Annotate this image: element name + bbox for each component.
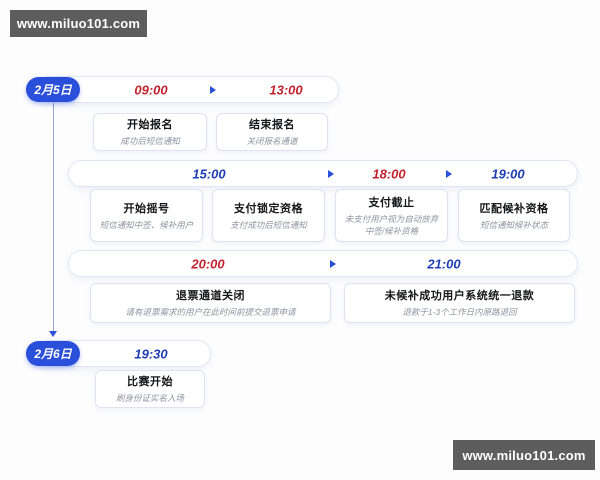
event-card-pay-deadline: 支付截止 未支付用户视为自动放弃中签/候补资格 [335, 189, 448, 242]
event-card-auto-refund: 未候补成功用户系统统一退款 退款于1-3个工作日内原路退回 [344, 283, 575, 323]
event-card-registration-end: 结束报名 关闭报名通道 [216, 113, 328, 151]
time-label: 15:00 [192, 166, 226, 181]
card-subtitle: 支付成功后短信通知 [230, 219, 307, 230]
arrow-right-icon [328, 169, 334, 178]
arrow-right-icon [330, 259, 336, 268]
card-title: 开始摇号 [123, 202, 170, 215]
arrow-right-icon [446, 169, 452, 178]
date-badge-feb5: 2月5日 [26, 77, 80, 102]
card-subtitle: 成功后短信通知 [120, 136, 180, 147]
card-subtitle: 未支付用户视为自动放弃中签/候补资格 [344, 213, 439, 236]
card-title: 开始报名 [127, 119, 173, 132]
watermark-bottom-right: www.miluo101.com [453, 440, 595, 470]
arrow-right-icon [210, 85, 216, 94]
event-card-match-start: 比赛开始 刷身份证实名入场 [95, 370, 205, 408]
card-subtitle: 关闭报名通道 [246, 136, 298, 147]
event-card-refund-channel-close: 退票通道关闭 请有退票需求的用户在此时间前提交退票申请 [90, 283, 331, 323]
card-subtitle: 退款于1-3个工作日内原路退回 [402, 307, 517, 318]
timeline-connector-line [53, 103, 54, 331]
card-subtitle: 短信通知中签、候补用户 [99, 219, 194, 230]
card-subtitle: 短信通知候补状态 [479, 219, 548, 230]
card-title: 匹配候补资格 [479, 202, 549, 215]
card-subtitle: 请有退票需求的用户在此时间前提交退票申请 [125, 307, 296, 318]
time-bar-feb5-lottery: 15:00 18:00 19:00 [68, 160, 578, 187]
time-bar-feb5-refund: 20:00 21:00 [68, 250, 578, 277]
time-label: 19:30 [134, 346, 168, 361]
time-bar-feb5-registration: 09:00 13:00 [36, 76, 339, 103]
event-card-lottery-start: 开始摇号 短信通知中签、候补用户 [90, 189, 203, 242]
card-title: 退票通道关闭 [176, 290, 245, 303]
time-label: 18:00 [372, 166, 406, 181]
watermark-top-left: www.miluo101.com [10, 10, 147, 37]
time-label: 21:00 [427, 256, 461, 271]
time-label: 09:00 [134, 82, 168, 97]
card-title: 支付截止 [368, 196, 415, 209]
time-label: 13:00 [269, 82, 303, 97]
event-card-waitlist-match: 匹配候补资格 短信通知候补状态 [458, 189, 570, 242]
card-title: 结束报名 [249, 119, 295, 132]
arrow-down-icon [49, 331, 57, 337]
date-badge-feb6: 2月6日 [26, 341, 80, 366]
event-card-registration-start: 开始报名 成功后短信通知 [93, 113, 207, 151]
card-title: 比赛开始 [127, 376, 173, 389]
card-title: 未候补成功用户系统统一退款 [384, 290, 535, 303]
time-label: 20:00 [191, 256, 225, 271]
time-label: 19:00 [491, 166, 525, 181]
event-card-pay-lock: 支付锁定资格 支付成功后短信通知 [212, 189, 325, 242]
card-subtitle: 刷身份证实名入场 [115, 393, 184, 404]
card-title: 支付锁定资格 [234, 202, 303, 215]
